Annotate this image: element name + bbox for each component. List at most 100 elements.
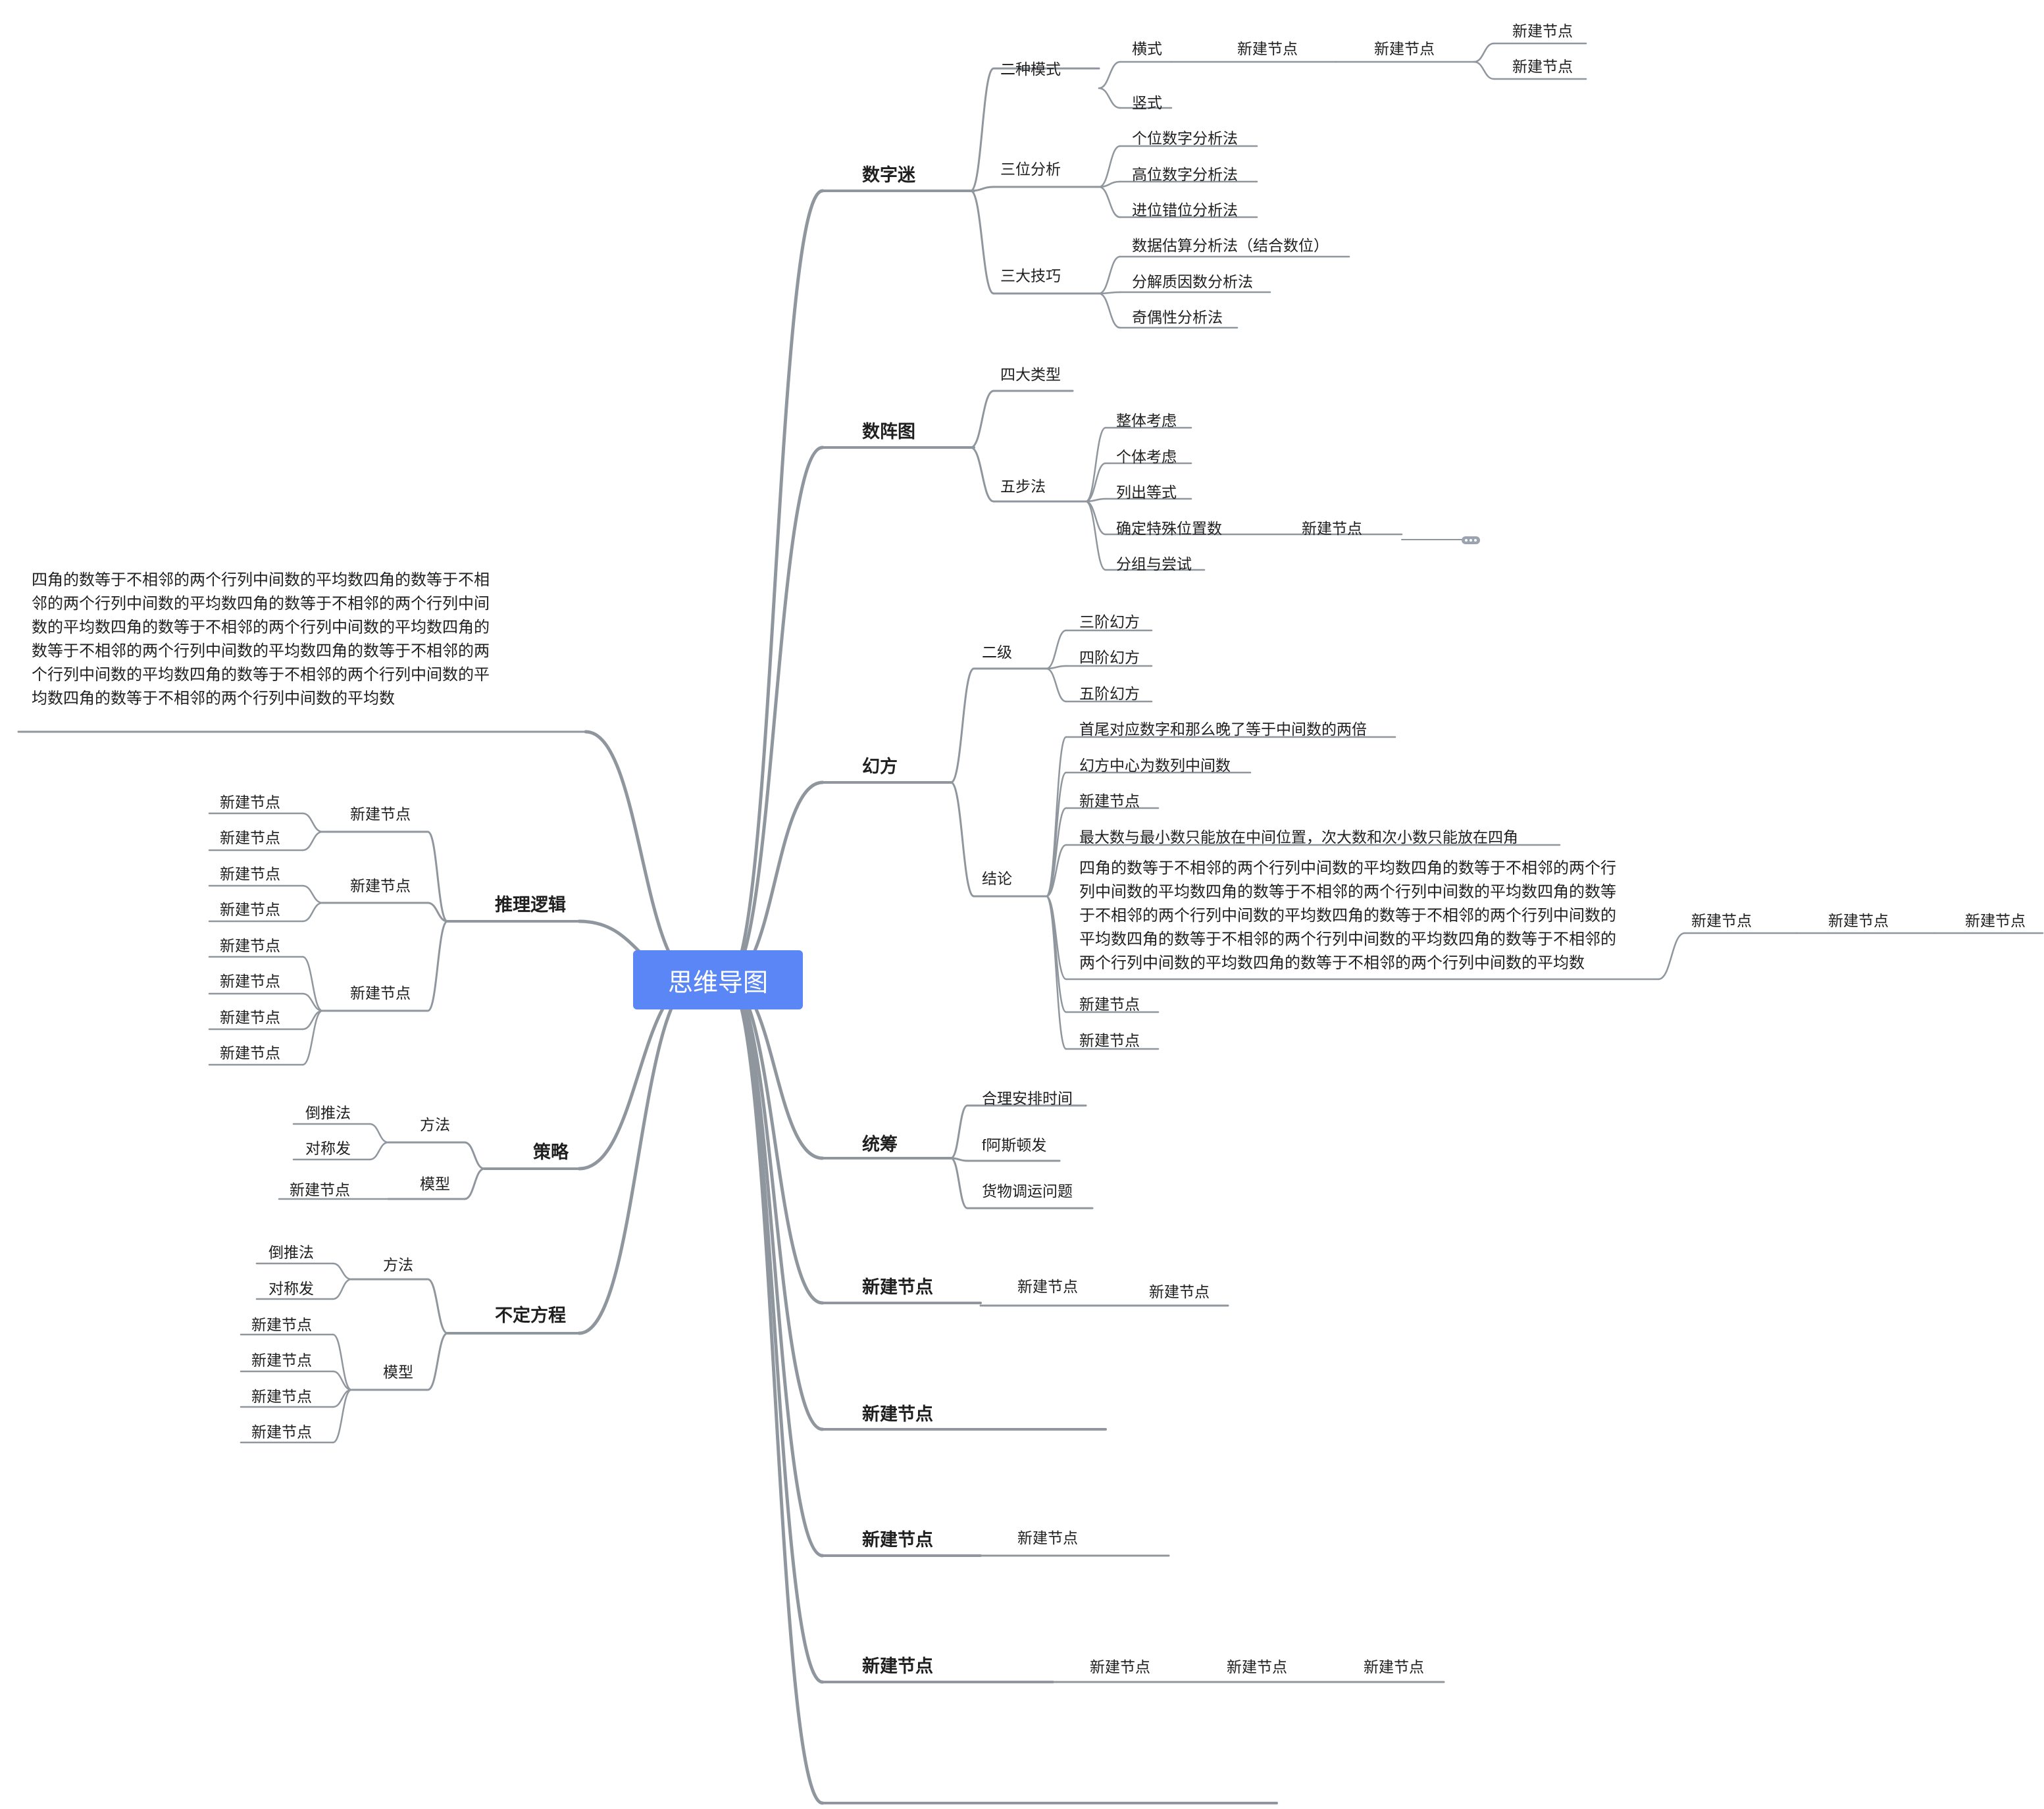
branch-new-node-4[interactable]: 新建节点 [862, 1656, 933, 1676]
node-erji-2[interactable]: 四阶幻方 [1079, 649, 1140, 666]
para-line: 于不相邻的两个行列中间数的平均数四角的数等于不相邻的两个行列中间数的 [1079, 907, 1616, 925]
node-jielun-2[interactable]: 幻方中心为数列中间数 [1079, 757, 1231, 774]
node-sanwei-fenxi[interactable]: 三位分析 [1000, 161, 1061, 178]
connector-line [969, 186, 995, 192]
node-para-chain-3[interactable]: 新建节点 [1965, 912, 2026, 929]
node-tuili-g1[interactable]: 新建节点 [350, 805, 411, 823]
node-new4-chain-3[interactable]: 新建节点 [1364, 1658, 1424, 1675]
node-tuili-g3-4[interactable]: 新建节点 [220, 1044, 280, 1061]
node-hengshi-leaf-1[interactable]: 新建节点 [1512, 22, 1573, 39]
node-buding-moxing-2[interactable]: 新建节点 [251, 1352, 312, 1369]
connector-line [301, 902, 324, 923]
node-buding-moxing[interactable]: 模型 [383, 1363, 413, 1381]
connector-line [1045, 895, 1067, 1013]
branch-shuzimi[interactable]: 数字迷 [862, 165, 915, 185]
connector-line [577, 978, 700, 1335]
node-erzhong-moshi[interactable]: 二种模式 [1000, 61, 1061, 78]
node-erji-1[interactable]: 三阶幻方 [1079, 613, 1140, 630]
node-tuili-g1-1[interactable]: 新建节点 [220, 794, 280, 811]
node-hengshi-grandchild[interactable]: 新建节点 [1374, 40, 1435, 57]
node-new3-child[interactable]: 新建节点 [1017, 1529, 1078, 1546]
branch-celue[interactable]: 策略 [533, 1142, 569, 1162]
connector-line [301, 812, 324, 833]
connector-line [426, 1278, 449, 1335]
node-wubu-5[interactable]: 分组与尝试 [1116, 555, 1192, 573]
node-jielun-paragraph[interactable]: 四角的数等于不相邻的两个行列中间数的平均数四角的数等于不相邻的两个行 列中间数的… [1079, 857, 1632, 975]
branch-tuili-luoji[interactable]: 推理逻辑 [495, 895, 566, 915]
node-tuili-g2-1[interactable]: 新建节点 [220, 865, 280, 882]
node-jielun-4[interactable]: 最大数与最小数只能放在中间位置，次大数和次小数只能放在四角 [1079, 828, 1518, 846]
node-tuili-g2-2[interactable]: 新建节点 [220, 901, 280, 918]
node-jielun-1[interactable]: 首尾对应数字和那么晚了等于中间数的两倍 [1079, 721, 1367, 738]
root-node[interactable]: 思维导图 [633, 950, 803, 1009]
node-buding-moxing-4[interactable]: 新建节点 [251, 1423, 312, 1440]
node-buding-fangfa[interactable]: 方法 [383, 1256, 413, 1273]
node-wubu-3[interactable]: 列出等式 [1116, 484, 1177, 501]
node-erji-3[interactable]: 五阶幻方 [1079, 685, 1140, 702]
node-sanda-1[interactable]: 数据估算分析法（结合数位） [1132, 237, 1329, 254]
node-celue-fangfa-2[interactable]: 对称发 [305, 1140, 351, 1157]
node-hengshi[interactable]: 横式 [1132, 40, 1162, 57]
node-tongchou-3[interactable]: 货物调运问题 [982, 1183, 1073, 1200]
branch-shuzhentu[interactable]: 数阵图 [862, 422, 915, 442]
collapsed-more-icon[interactable] [1462, 536, 1480, 544]
node-tongchou-2[interactable]: f阿斯顿发 [982, 1136, 1047, 1154]
node-wubufa[interactable]: 五步法 [1000, 478, 1046, 495]
node-wubu-2[interactable]: 个体考虑 [1116, 448, 1177, 465]
node-wubu-1[interactable]: 整体考虑 [1116, 412, 1177, 429]
node-sida-leixing[interactable]: 四大类型 [1000, 366, 1061, 383]
node-hengshi-leaf-2[interactable]: 新建节点 [1512, 58, 1573, 75]
connector-line [950, 781, 975, 898]
node-buding-fangfa-1[interactable]: 倒推法 [268, 1244, 314, 1261]
node-tuili-g3-3[interactable]: 新建节点 [220, 1009, 280, 1026]
node-hengshi-child[interactable]: 新建节点 [1237, 40, 1298, 57]
branch-new-node-2[interactable]: 新建节点 [862, 1404, 933, 1424]
node-tuili-g2[interactable]: 新建节点 [350, 877, 411, 894]
node-tuili-g3[interactable]: 新建节点 [350, 984, 411, 1002]
branch-tongchou[interactable]: 统筹 [862, 1134, 898, 1154]
connector-line [332, 1389, 353, 1444]
node-sanwei-1[interactable]: 个位数字分析法 [1132, 130, 1238, 147]
node-para-chain-1[interactable]: 新建节点 [1691, 912, 1752, 929]
para-line: 四角的数等于不相邻的两个行列中间数的平均数四角的数等于不相 [32, 571, 490, 589]
node-new1-child[interactable]: 新建节点 [1017, 1278, 1078, 1295]
node-erji[interactable]: 二级 [982, 644, 1012, 661]
node-celue-moxing-1[interactable]: 新建节点 [290, 1181, 350, 1198]
node-jielun-tail-2[interactable]: 新建节点 [1079, 1032, 1140, 1049]
para-line: 均数四角的数等于不相邻的两个行列中间数的平均数 [32, 690, 395, 707]
node-new1-grandchild[interactable]: 新建节点 [1149, 1283, 1210, 1300]
node-sanwei-2[interactable]: 高位数字分析法 [1132, 166, 1238, 183]
node-jielun[interactable]: 结论 [982, 870, 1012, 887]
node-shushi[interactable]: 竖式 [1132, 94, 1162, 111]
node-tongchou-1[interactable]: 合理安排时间 [982, 1090, 1073, 1107]
connector-line [725, 189, 825, 982]
node-wubu-4[interactable]: 确定特殊位置数 [1116, 520, 1222, 537]
node-tuili-g3-2[interactable]: 新建节点 [220, 973, 280, 990]
branch-new-node-3[interactable]: 新建节点 [862, 1530, 933, 1550]
connector-line [1098, 255, 1121, 295]
branch-new-node-1[interactable]: 新建节点 [862, 1277, 933, 1297]
branch-huanfang[interactable]: 幻方 [862, 757, 898, 777]
node-new4-chain-2[interactable]: 新建节点 [1227, 1658, 1287, 1675]
node-para-chain-2[interactable]: 新建节点 [1828, 912, 1889, 929]
node-tuili-g3-1[interactable]: 新建节点 [220, 937, 280, 954]
node-celue-fangfa-1[interactable]: 倒推法 [305, 1104, 351, 1121]
connector-line [969, 190, 995, 295]
node-buding-moxing-1[interactable]: 新建节点 [251, 1316, 312, 1333]
left-paragraph-node[interactable]: 四角的数等于不相邻的两个行列中间数的平均数四角的数等于不相 邻的两个行列中间数的… [32, 569, 578, 711]
node-buding-moxing-3[interactable]: 新建节点 [251, 1388, 312, 1405]
node-sanwei-3[interactable]: 进位错位分析法 [1132, 201, 1238, 218]
connector-line [1085, 500, 1107, 536]
node-sanda-3[interactable]: 奇偶性分析法 [1132, 309, 1223, 326]
node-jielun-3[interactable]: 新建节点 [1079, 792, 1140, 809]
node-wubu-4-child[interactable]: 新建节点 [1302, 520, 1362, 537]
node-sanda-jiqiao[interactable]: 三大技巧 [1000, 267, 1061, 284]
node-sanda-2[interactable]: 分解质因数分析法 [1132, 273, 1253, 290]
node-buding-fangfa-2[interactable]: 对称发 [268, 1280, 314, 1297]
node-celue-moxing[interactable]: 模型 [420, 1175, 450, 1192]
node-new4-chain-1[interactable]: 新建节点 [1090, 1658, 1150, 1675]
node-jielun-tail-1[interactable]: 新建节点 [1079, 996, 1140, 1013]
node-tuili-g1-2[interactable]: 新建节点 [220, 829, 280, 846]
node-celue-fangfa[interactable]: 方法 [420, 1116, 450, 1133]
branch-buding-fangcheng[interactable]: 不定方程 [495, 1306, 566, 1325]
